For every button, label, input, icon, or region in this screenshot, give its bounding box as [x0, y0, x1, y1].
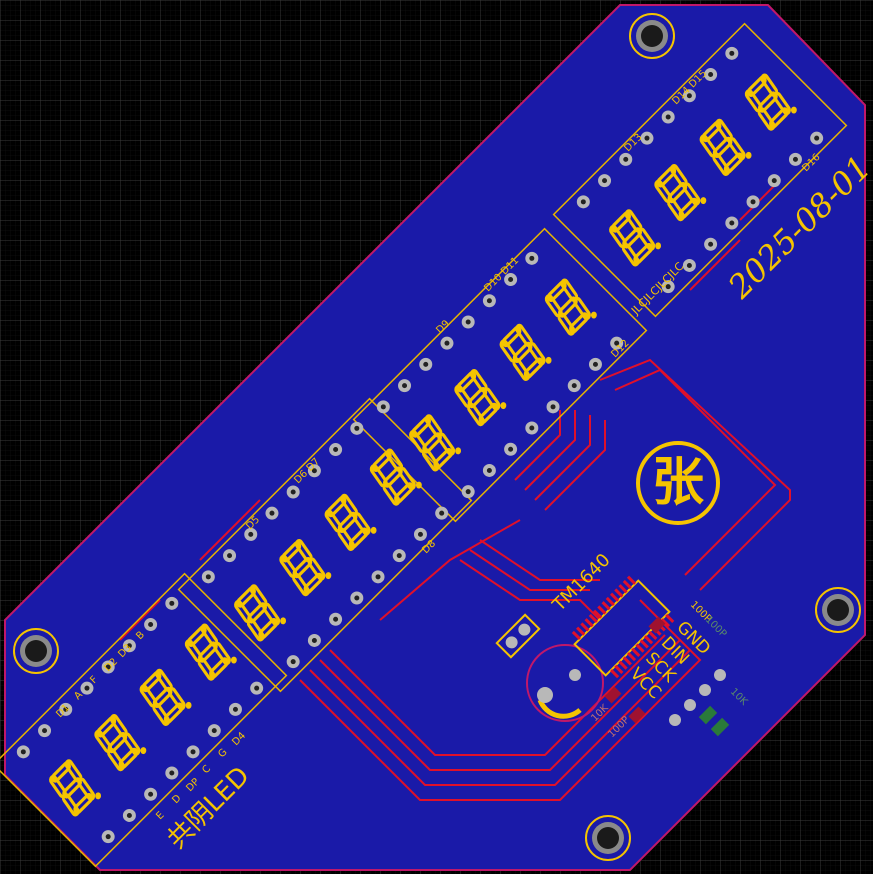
round-component	[526, 644, 604, 722]
mounting-holes	[13, 13, 861, 861]
seven-seg-digit	[369, 448, 422, 506]
mounting-hole	[585, 815, 631, 861]
digit-module	[0, 572, 288, 868]
seven-seg-digit	[279, 539, 332, 597]
seven-seg-digit	[324, 493, 377, 551]
seven-seg-digit	[744, 73, 797, 131]
mounting-hole	[815, 587, 861, 633]
seven-seg-digit	[184, 623, 237, 681]
digit-module	[552, 22, 848, 318]
pad-row	[16, 596, 264, 844]
logo-char: 张	[652, 453, 704, 513]
mounting-hole	[629, 13, 675, 59]
pad-row	[576, 46, 824, 294]
seven-seg-digit	[234, 584, 287, 642]
smd-components: 100P 100P 10K 10K 100P	[589, 599, 749, 740]
seven-seg-digit	[139, 668, 192, 726]
digit-modules	[0, 22, 848, 868]
logo: 张	[636, 441, 720, 525]
seven-segment-digits	[49, 73, 797, 817]
mounting-hole	[13, 628, 59, 674]
pad-row	[376, 251, 624, 499]
seven-seg-digit	[49, 759, 102, 817]
connector-pads	[669, 669, 726, 726]
seven-seg-digit	[94, 714, 147, 772]
trace-layer	[119, 179, 791, 801]
seven-seg-digit	[699, 118, 752, 176]
seven-seg-digit	[609, 209, 662, 267]
pad-row	[201, 421, 449, 669]
pad-layer	[16, 46, 824, 844]
seven-seg-digit	[654, 164, 707, 222]
seven-seg-digit	[454, 369, 507, 427]
two-pin-header	[495, 613, 541, 659]
seven-seg-digit	[499, 323, 552, 381]
seven-seg-digit	[544, 278, 597, 336]
seven-seg-digit	[409, 414, 462, 472]
